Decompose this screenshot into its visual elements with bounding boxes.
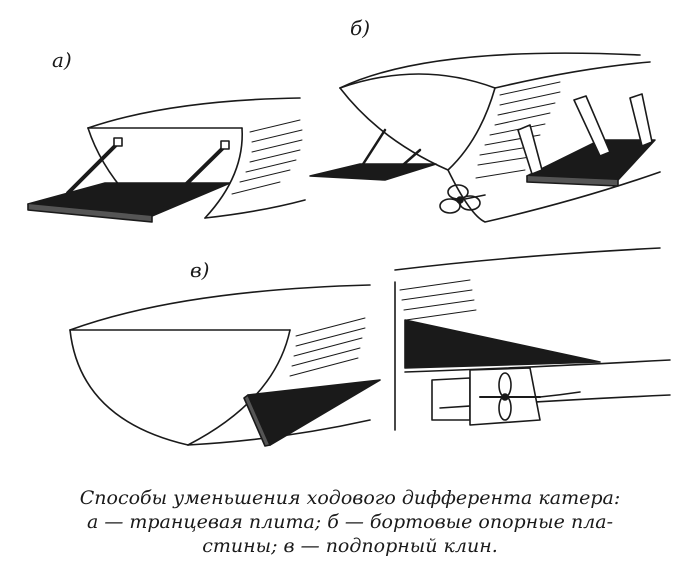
figure-caption: Способы уменьшения ходового дифферента к…: [20, 486, 680, 558]
label-a: а): [52, 48, 72, 72]
caption-line-1: Способы уменьшения ходового дифферента к…: [79, 487, 621, 509]
drawing-a-transom-plate: [27, 97, 306, 223]
caption-line-3: стины; в — подпорный клин.: [202, 535, 498, 557]
label-v: в): [190, 258, 210, 282]
caption-line-2: а — транцевая плита; б — бортовые опорны…: [86, 511, 614, 533]
label-b: б): [350, 16, 371, 40]
drawing-b-side-plates: [309, 52, 661, 223]
drawing-v-wedge-side: [394, 247, 671, 431]
drawing-v-wedge-transom: [69, 284, 381, 447]
